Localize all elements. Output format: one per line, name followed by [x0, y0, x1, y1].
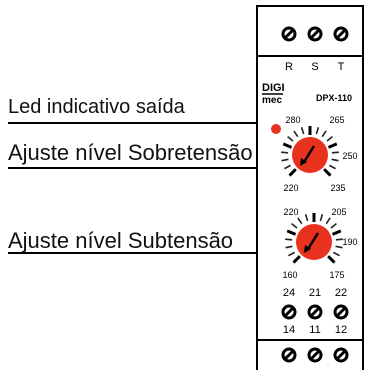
brand-logo-top: DIGI	[262, 82, 285, 94]
over-scale-250: 250	[342, 151, 357, 161]
dial-tick	[331, 229, 342, 236]
contact-label-22: 22	[335, 287, 347, 299]
bottom-screw-3	[333, 347, 349, 363]
dial-tick	[331, 151, 339, 154]
callout-undervoltage-adjust: Ajuste nível Subtensão	[8, 228, 234, 253]
contact-label-12: 12	[335, 324, 347, 336]
under-scale-205: 205	[331, 207, 346, 217]
dial-tick	[304, 214, 309, 222]
over-scale-235: 235	[330, 183, 345, 193]
undervoltage-dial[interactable]: 220 205 190 175 160	[282, 207, 357, 280]
undervoltage-knob[interactable]	[296, 224, 332, 260]
contact-screw-1	[281, 304, 297, 320]
contact-label-11: 11	[309, 324, 320, 336]
overvoltage-dial[interactable]: 280 265 250 235 220	[281, 115, 358, 193]
contact-label-14: 14	[283, 324, 295, 336]
dial-tick	[288, 168, 297, 177]
dial-tick	[321, 130, 327, 138]
overvoltage-pointer-tip	[300, 158, 307, 166]
dial-tick	[297, 217, 303, 225]
dial-tick	[282, 142, 293, 149]
dial-tick	[329, 164, 336, 170]
under-scale-175: 175	[329, 270, 344, 280]
brand-logo: DIGI mec	[262, 82, 285, 106]
dial-tick	[315, 127, 320, 135]
model-label: DPX-110	[316, 93, 352, 103]
bottom-screw-1	[281, 347, 297, 363]
top-screw-2	[307, 26, 323, 42]
phase-label-s: S	[311, 61, 318, 73]
dial-tick	[284, 164, 291, 170]
dial-tick	[335, 245, 343, 249]
dial-tick	[281, 158, 289, 162]
dial-tick	[325, 217, 331, 225]
dial-tick	[326, 135, 333, 142]
undervoltage-dial-ticks	[285, 213, 343, 264]
contact-screw-2	[307, 304, 323, 320]
dial-tick	[319, 214, 324, 222]
dial-tick	[331, 158, 339, 162]
contact-label-21: 21	[309, 287, 321, 299]
phase-label-t: T	[338, 61, 345, 73]
dial-tick	[288, 251, 295, 257]
overvoltage-knob[interactable]	[292, 137, 328, 173]
overvoltage-dial-ticks	[281, 126, 339, 177]
top-screw-3	[333, 26, 349, 42]
top-screw-1	[281, 26, 297, 42]
under-scale-190: 190	[342, 237, 357, 247]
under-scale-220: 220	[283, 207, 298, 217]
over-scale-265: 265	[329, 115, 344, 125]
dial-tick	[333, 251, 340, 257]
callout-led-output: Led indicativo saída	[8, 96, 185, 118]
brand-logo-bottom: mec	[262, 95, 282, 106]
dial-tick	[300, 127, 305, 135]
dial-tick	[291, 222, 298, 229]
dial-tick	[285, 238, 293, 241]
dial-tick	[293, 130, 299, 138]
dial-tick	[287, 135, 294, 142]
output-led	[271, 124, 281, 134]
phase-label-r: R	[285, 61, 293, 73]
dial-tick	[285, 245, 293, 249]
dial-tick	[323, 168, 332, 177]
contact-screw-3	[333, 304, 349, 320]
dial-tick	[327, 255, 336, 264]
undervoltage-knob-pointer	[306, 232, 320, 250]
callout-overvoltage-adjust: Ajuste nível Sobretensão	[8, 140, 253, 165]
under-scale-160: 160	[282, 270, 297, 280]
contact-label-24: 24	[283, 287, 295, 299]
undervoltage-pointer-tip	[304, 245, 311, 253]
dial-tick	[292, 255, 301, 264]
overvoltage-knob-pointer	[302, 145, 316, 163]
dial-tick	[327, 142, 338, 149]
dial-tick	[281, 151, 289, 154]
dial-tick	[286, 229, 297, 236]
dial-tick	[335, 238, 343, 241]
bottom-screw-2	[307, 347, 323, 363]
over-scale-280: 280	[285, 115, 300, 125]
over-scale-220: 220	[283, 183, 298, 193]
dial-tick	[330, 222, 337, 229]
